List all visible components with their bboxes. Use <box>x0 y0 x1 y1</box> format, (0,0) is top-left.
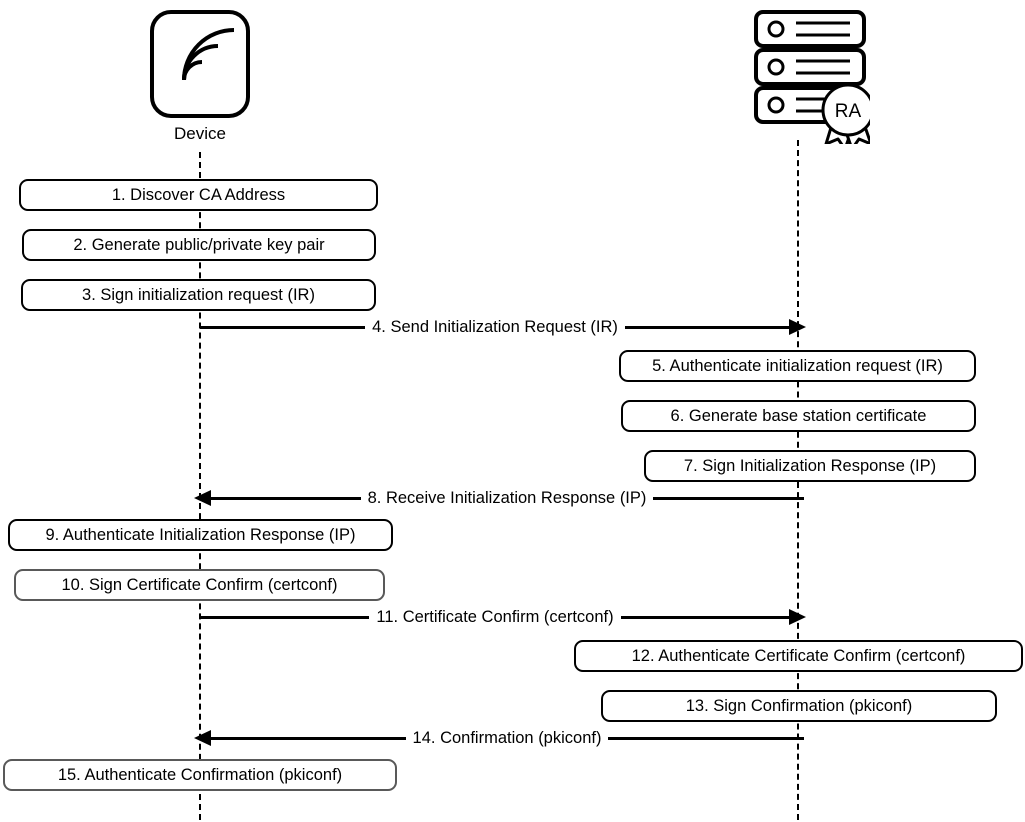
actor-ra: RA <box>720 4 880 144</box>
message-4-line <box>200 325 366 329</box>
arrowhead-left-icon <box>194 730 211 746</box>
process-box-2[interactable]: 2. Generate public/private key pair <box>22 229 376 261</box>
process-box-15[interactable]: 15. Authenticate Confirmation (pkiconf) <box>3 759 397 791</box>
process-box-13-label: 13. Sign Confirmation (pkiconf) <box>685 696 913 715</box>
actor-device: Device <box>120 8 280 144</box>
message-8-label: 8. Receive Initialization Response (IP) <box>360 488 654 508</box>
process-box-2-label: 2. Generate public/private key pair <box>73 235 325 254</box>
message-11[interactable]: 11. Certificate Confirm (certconf) <box>200 602 806 632</box>
process-box-15-label: 15. Authenticate Confirmation (pkiconf) <box>57 765 343 784</box>
process-box-12-label: 12. Authenticate Certificate Confirm (ce… <box>631 646 966 665</box>
message-14[interactable]: 14. Confirmation (pkiconf) <box>194 723 805 753</box>
message-11-line-2 <box>620 615 790 619</box>
message-14-line <box>210 736 406 740</box>
certificate-badge-icon: RA <box>821 83 870 144</box>
message-14-label: 14. Confirmation (pkiconf) <box>405 728 609 748</box>
process-box-5-label: 5. Authenticate initialization request (… <box>652 356 943 375</box>
message-11-label: 11. Certificate Confirm (certconf) <box>369 607 621 627</box>
actor-device-label: Device <box>174 124 226 143</box>
process-box-6[interactable]: 6. Generate base station certificate <box>621 400 976 432</box>
message-8-line-2 <box>653 496 804 500</box>
process-box-1[interactable]: 1. Discover CA Address <box>19 179 378 211</box>
message-14-line-2 <box>608 736 805 740</box>
process-box-9-label: 9. Authenticate Initialization Response … <box>45 525 356 544</box>
process-box-10[interactable]: 10. Sign Certificate Confirm (certconf) <box>14 569 385 601</box>
process-box-1-label: 1. Discover CA Address <box>111 185 286 204</box>
arrowhead-right-icon <box>789 319 807 335</box>
process-box-13[interactable]: 13. Sign Confirmation (pkiconf) <box>601 690 997 722</box>
message-11-line <box>200 615 370 619</box>
process-box-5[interactable]: 5. Authenticate initialization request (… <box>619 350 976 382</box>
message-4-line-2 <box>624 325 791 329</box>
message-8[interactable]: 8. Receive Initialization Response (IP) <box>194 483 804 513</box>
message-4-label: 4. Send Initialization Request (IR) <box>365 317 625 337</box>
process-box-9[interactable]: 9. Authenticate Initialization Response … <box>8 519 393 551</box>
ra-badge-text: RA <box>835 101 862 122</box>
message-4[interactable]: 4. Send Initialization Request (IR) <box>200 312 807 342</box>
process-box-10-label: 10. Sign Certificate Confirm (certconf) <box>61 575 338 594</box>
process-box-3-label: 3. Sign initialization request (IR) <box>82 285 315 304</box>
message-8-line <box>210 496 361 500</box>
arrowhead-left-icon <box>194 490 211 506</box>
process-box-7[interactable]: 7. Sign Initialization Response (IP) <box>644 450 976 482</box>
process-box-6-label: 6. Generate base station certificate <box>670 406 927 425</box>
lifeline-device <box>199 152 201 820</box>
wireless-device-icon <box>150 10 250 118</box>
process-box-12[interactable]: 12. Authenticate Certificate Confirm (ce… <box>574 640 1023 672</box>
process-box-3[interactable]: 3. Sign initialization request (IR) <box>21 279 376 311</box>
arrowhead-right-icon <box>789 609 806 625</box>
server-stack-icon: RA <box>754 10 870 144</box>
process-box-7-label: 7. Sign Initialization Response (IP) <box>683 456 937 475</box>
